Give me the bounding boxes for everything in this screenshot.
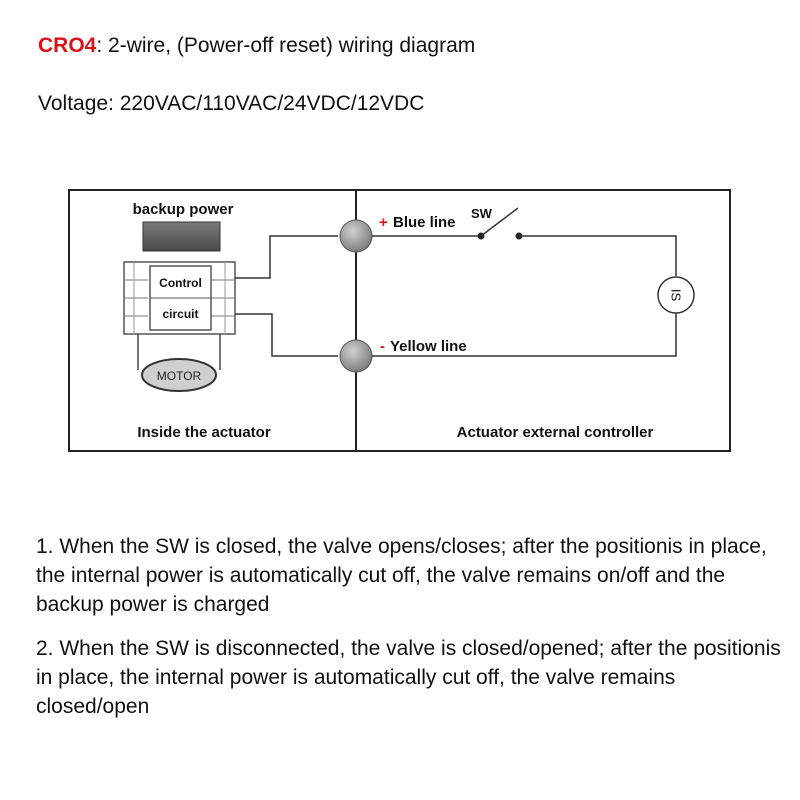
- circuit-label: circuit: [162, 307, 198, 321]
- battery-icon: [142, 221, 221, 252]
- title-text: : 2-wire, (Power-off reset) wiring diagr…: [96, 34, 476, 57]
- yellow-terminal-icon: [339, 339, 373, 373]
- inside-actuator-caption: Inside the actuator: [137, 424, 271, 441]
- yellow-wire: [372, 313, 677, 357]
- control-label: Control: [159, 276, 202, 290]
- diagram-frame: [68, 189, 731, 452]
- blue-terminal-icon: [339, 219, 373, 253]
- external-controller-caption: Actuator external controller: [457, 424, 654, 441]
- internal-wire-negative: [235, 313, 338, 357]
- internal-wire-positive: [235, 235, 338, 279]
- plus-sign: +: [379, 214, 388, 231]
- switch-blade: [480, 207, 519, 237]
- model-code: CRO4: [38, 34, 97, 57]
- control-circuit-module: Control circuit: [123, 261, 236, 335]
- note-switch-closed: 1. When the SW is closed, the valve open…: [36, 535, 767, 616]
- backup-power-label: backup power: [133, 201, 234, 218]
- motor-icon: [141, 358, 217, 392]
- minus-sign: -: [380, 338, 385, 355]
- page-title: CRO4: 2-wire, (Power-off reset) wiring d…: [38, 34, 475, 58]
- blue-line-label: Blue line: [393, 214, 456, 231]
- voltage-spec: Voltage: 220VAC/110VAC/24VDC/12VDC: [38, 92, 425, 115]
- motor-label: MOTOR: [157, 369, 202, 383]
- switch-to-indicator-wire: [519, 235, 677, 276]
- sw-label: SW: [471, 206, 493, 221]
- note-switch-disconnected: 2. When the SW is disconnected, the valv…: [36, 637, 781, 718]
- indicator-label: IS: [669, 289, 684, 302]
- yellow-line-label: Yellow line: [390, 338, 467, 355]
